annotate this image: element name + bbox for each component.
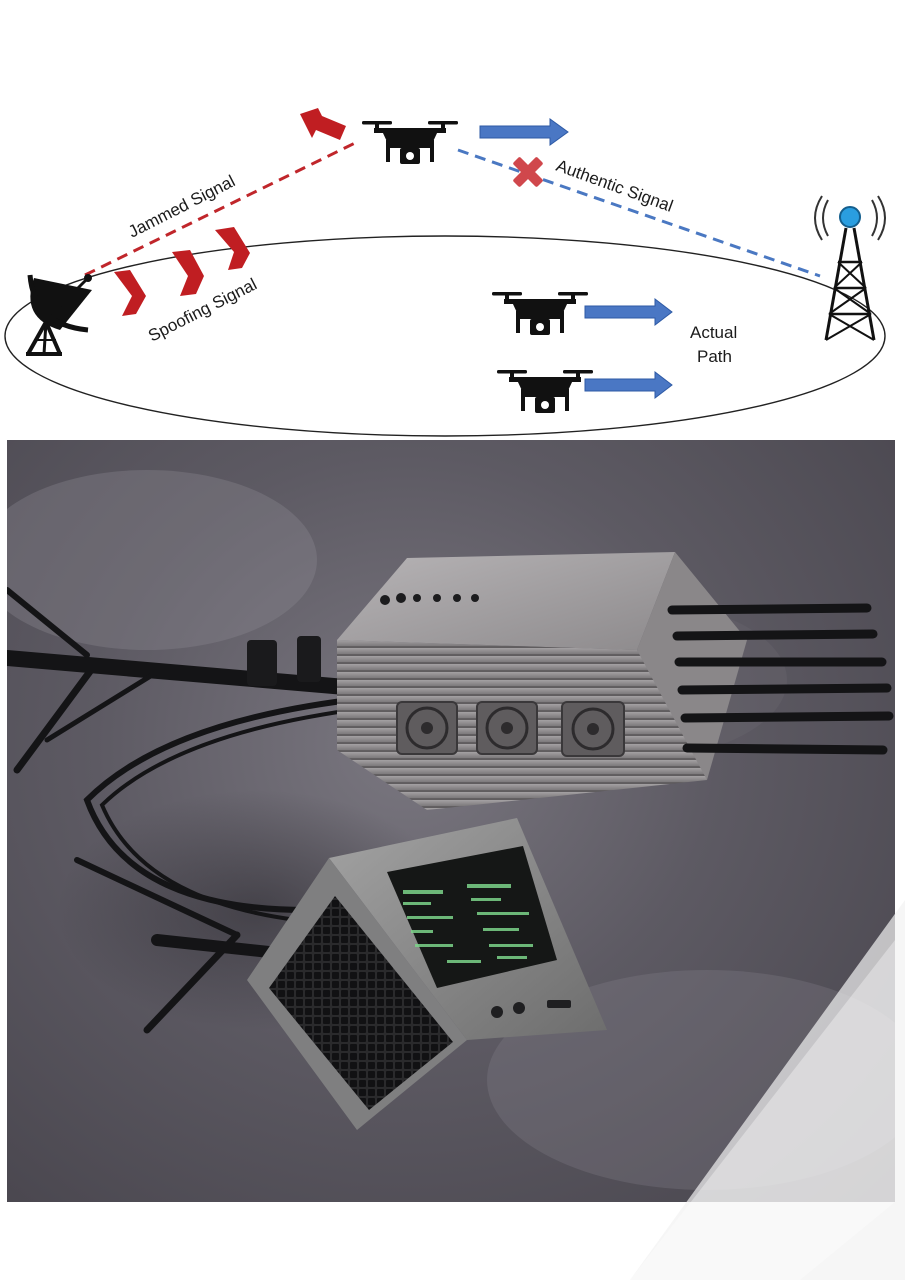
retro-computer: [247, 818, 607, 1130]
blue-arrow-icon: [479, 118, 569, 146]
authentic-signal-label: Authentic Signal: [554, 156, 676, 216]
drone-icon: [362, 121, 458, 164]
red-arrow-icon: [300, 108, 346, 140]
blue-arrow-icon: [584, 370, 673, 400]
jammed-signal-line: [84, 141, 356, 277]
spoofing-chevrons: [114, 227, 250, 316]
drone-icon: [492, 292, 588, 335]
signal-diagram: Jammed Signal Spoofing Signal Authentic …: [4, 108, 886, 437]
cross-icon: [513, 157, 543, 187]
actual-path-label-line2: Path: [697, 347, 732, 366]
spoofing-signal-label: Spoofing Signal: [145, 275, 260, 346]
jammer-box: [337, 552, 747, 810]
drone-icon: [497, 370, 593, 413]
actual-path-label-line1: Actual: [690, 323, 737, 342]
ground-ellipse: [4, 235, 886, 437]
jammer-render-photo: [7, 440, 895, 1202]
antenna: [667, 603, 894, 755]
blue-arrow-icon: [584, 297, 673, 327]
authentic-signal-line: [457, 148, 821, 278]
satellite-dish-icon: [26, 274, 93, 356]
radio-tower-icon: [814, 195, 886, 341]
tripod: [7, 587, 370, 1034]
